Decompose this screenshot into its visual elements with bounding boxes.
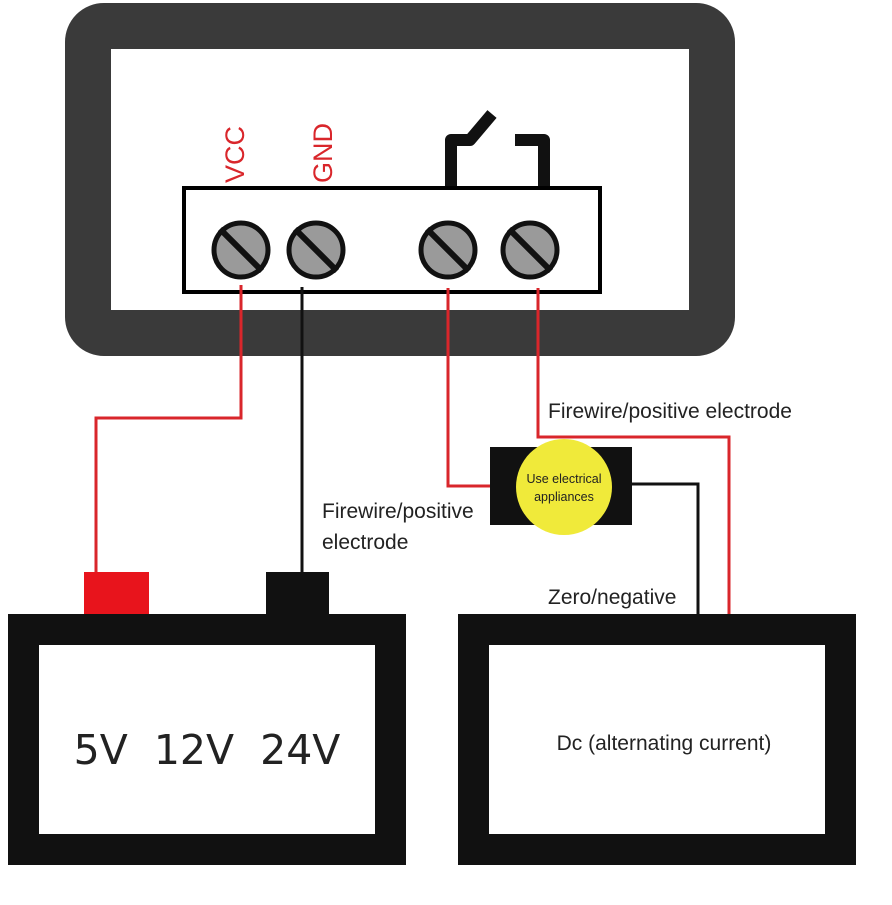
- wire-label-left-line1: Firewire/positive: [322, 500, 474, 523]
- appliance-lamp-icon: [516, 439, 612, 535]
- dc-source: Dc (alternating current): [458, 614, 856, 865]
- screw-terminal-relay-1: [418, 220, 478, 280]
- wire-label-top-right: Firewire/positive electrode: [548, 400, 792, 423]
- dc-source-body: [458, 614, 856, 865]
- wire-label-zero-negative: Zero/negative: [548, 586, 676, 609]
- wire-label-left-line2: electrode: [322, 531, 408, 554]
- wire-relay2-to-dc-positive: [536, 288, 731, 614]
- battery-negative-terminal: [266, 572, 329, 614]
- battery-positive-terminal: [84, 572, 149, 614]
- battery-voltage-label: 5V 12V 24V: [74, 726, 341, 774]
- relay-switch-icon: [445, 110, 550, 188]
- vcc-label: VCC: [220, 126, 250, 183]
- battery: 5V 12V 24V: [8, 572, 406, 865]
- screw-terminal-vcc: [211, 220, 271, 280]
- dc-source-label: Dc (alternating current): [557, 732, 772, 755]
- screw-terminal-gnd: [286, 220, 346, 280]
- wire-relay1-to-appliance: [446, 288, 490, 488]
- electrical-appliance: Use electrical appliances: [490, 439, 632, 535]
- appliance-label-line1: Use electrical: [526, 472, 601, 486]
- gnd-label: GND: [308, 123, 338, 183]
- controller-module: VCC GND: [65, 3, 735, 356]
- screw-terminal-relay-2: [500, 220, 560, 280]
- wires: [94, 285, 731, 614]
- wire-vcc-positive: [94, 285, 243, 572]
- appliance-label-line2: appliances: [534, 490, 594, 504]
- module-housing-frame: [65, 3, 735, 356]
- wire-appliance-to-dc-negative: [632, 482, 700, 614]
- battery-body: [8, 614, 406, 865]
